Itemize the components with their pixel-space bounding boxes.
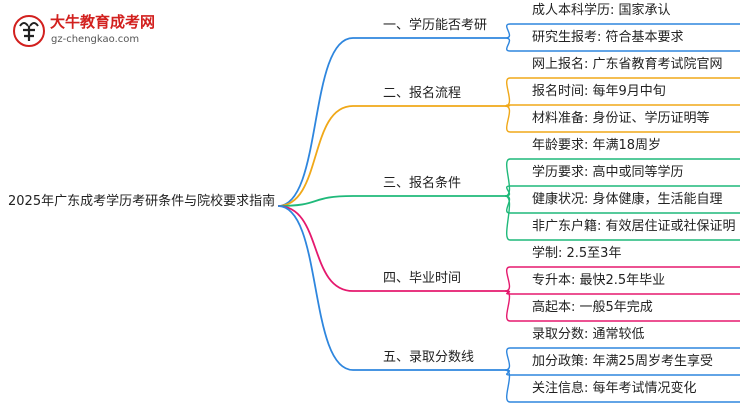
- branch-node-5: 五、录取分数线: [383, 350, 475, 365]
- leaf-node-5-2: 加分政策: 年满25周岁考生享受: [532, 354, 714, 369]
- leaf-node-3-3: 健康状况: 身体健康，生活能自理: [532, 192, 723, 207]
- leaf-node-4-2: 专升本: 最快2.5年毕业: [532, 273, 666, 288]
- connector-lines: [277, 23, 740, 403]
- branch-4-leaf-link-1: [504, 266, 511, 292]
- leaf-node-5-1: 录取分数: 通常较低: [532, 327, 645, 342]
- branch-3-leaf-link-4: [504, 195, 511, 241]
- branch-1-leaf-link-2: [504, 37, 511, 52]
- leaf-node-1-2: 研究生报考: 符合基本要求: [532, 30, 684, 45]
- branch-node-1: 一、学历能否考研: [383, 18, 488, 33]
- site-logo[interactable]: 大牛教育成考网 gz-chengkao.com: [6, 6, 166, 54]
- branch-5-leaf-link-1: [504, 347, 511, 371]
- leaf-node-2-3: 材料准备: 身份证、学历证明等: [532, 111, 710, 126]
- leaf-node-3-1: 年龄要求: 年满18周岁: [532, 138, 662, 153]
- leaf-node-5-3: 关注信息: 每年考试情况变化: [532, 381, 697, 396]
- root-branch-link-1: [277, 37, 354, 207]
- leaf-node-3-2: 学历要求: 高中或同等学历: [532, 165, 684, 180]
- branch-node-2: 二、报名流程: [383, 86, 462, 101]
- branch-2-leaf-link-3: [504, 105, 511, 133]
- leaf-node-1-1: 成人本科学历: 国家承认: [532, 3, 671, 18]
- bull-logo-icon: [13, 15, 45, 47]
- leaf-node-2-1: 网上报名: 广东省教育考试院官网: [532, 57, 723, 72]
- root-branch-link-5: [277, 205, 354, 371]
- leaf-node-4-3: 高起本: 一般5年完成: [532, 300, 653, 315]
- logo-url: gz-chengkao.com: [51, 34, 140, 45]
- branch-1-leaf-link-1: [504, 23, 511, 39]
- branch-5-leaf-link-3: [504, 369, 511, 403]
- leaf-node-3-4: 非广东户籍: 有效居住证或社保证明: [532, 219, 736, 234]
- leaf-node-4-1: 学制: 2.5至3年: [532, 246, 622, 261]
- branch-3-leaf-link-1: [504, 158, 511, 197]
- branch-node-3: 三、报名条件: [383, 176, 462, 191]
- branch-node-4: 四、毕业时间: [383, 271, 462, 286]
- root-branch-link-4: [277, 205, 354, 292]
- leaf-node-2-2: 报名时间: 每年9月中旬: [532, 84, 666, 99]
- root-branch-link-3: [277, 195, 354, 207]
- branch-4-leaf-link-3: [504, 290, 511, 322]
- root-branch-link-2: [277, 105, 354, 207]
- root-node: 2025年广东成考学历考研条件与院校要求指南: [8, 194, 276, 209]
- branch-2-leaf-link-1: [504, 77, 511, 107]
- logo-title: 大牛教育成考网: [50, 13, 156, 31]
